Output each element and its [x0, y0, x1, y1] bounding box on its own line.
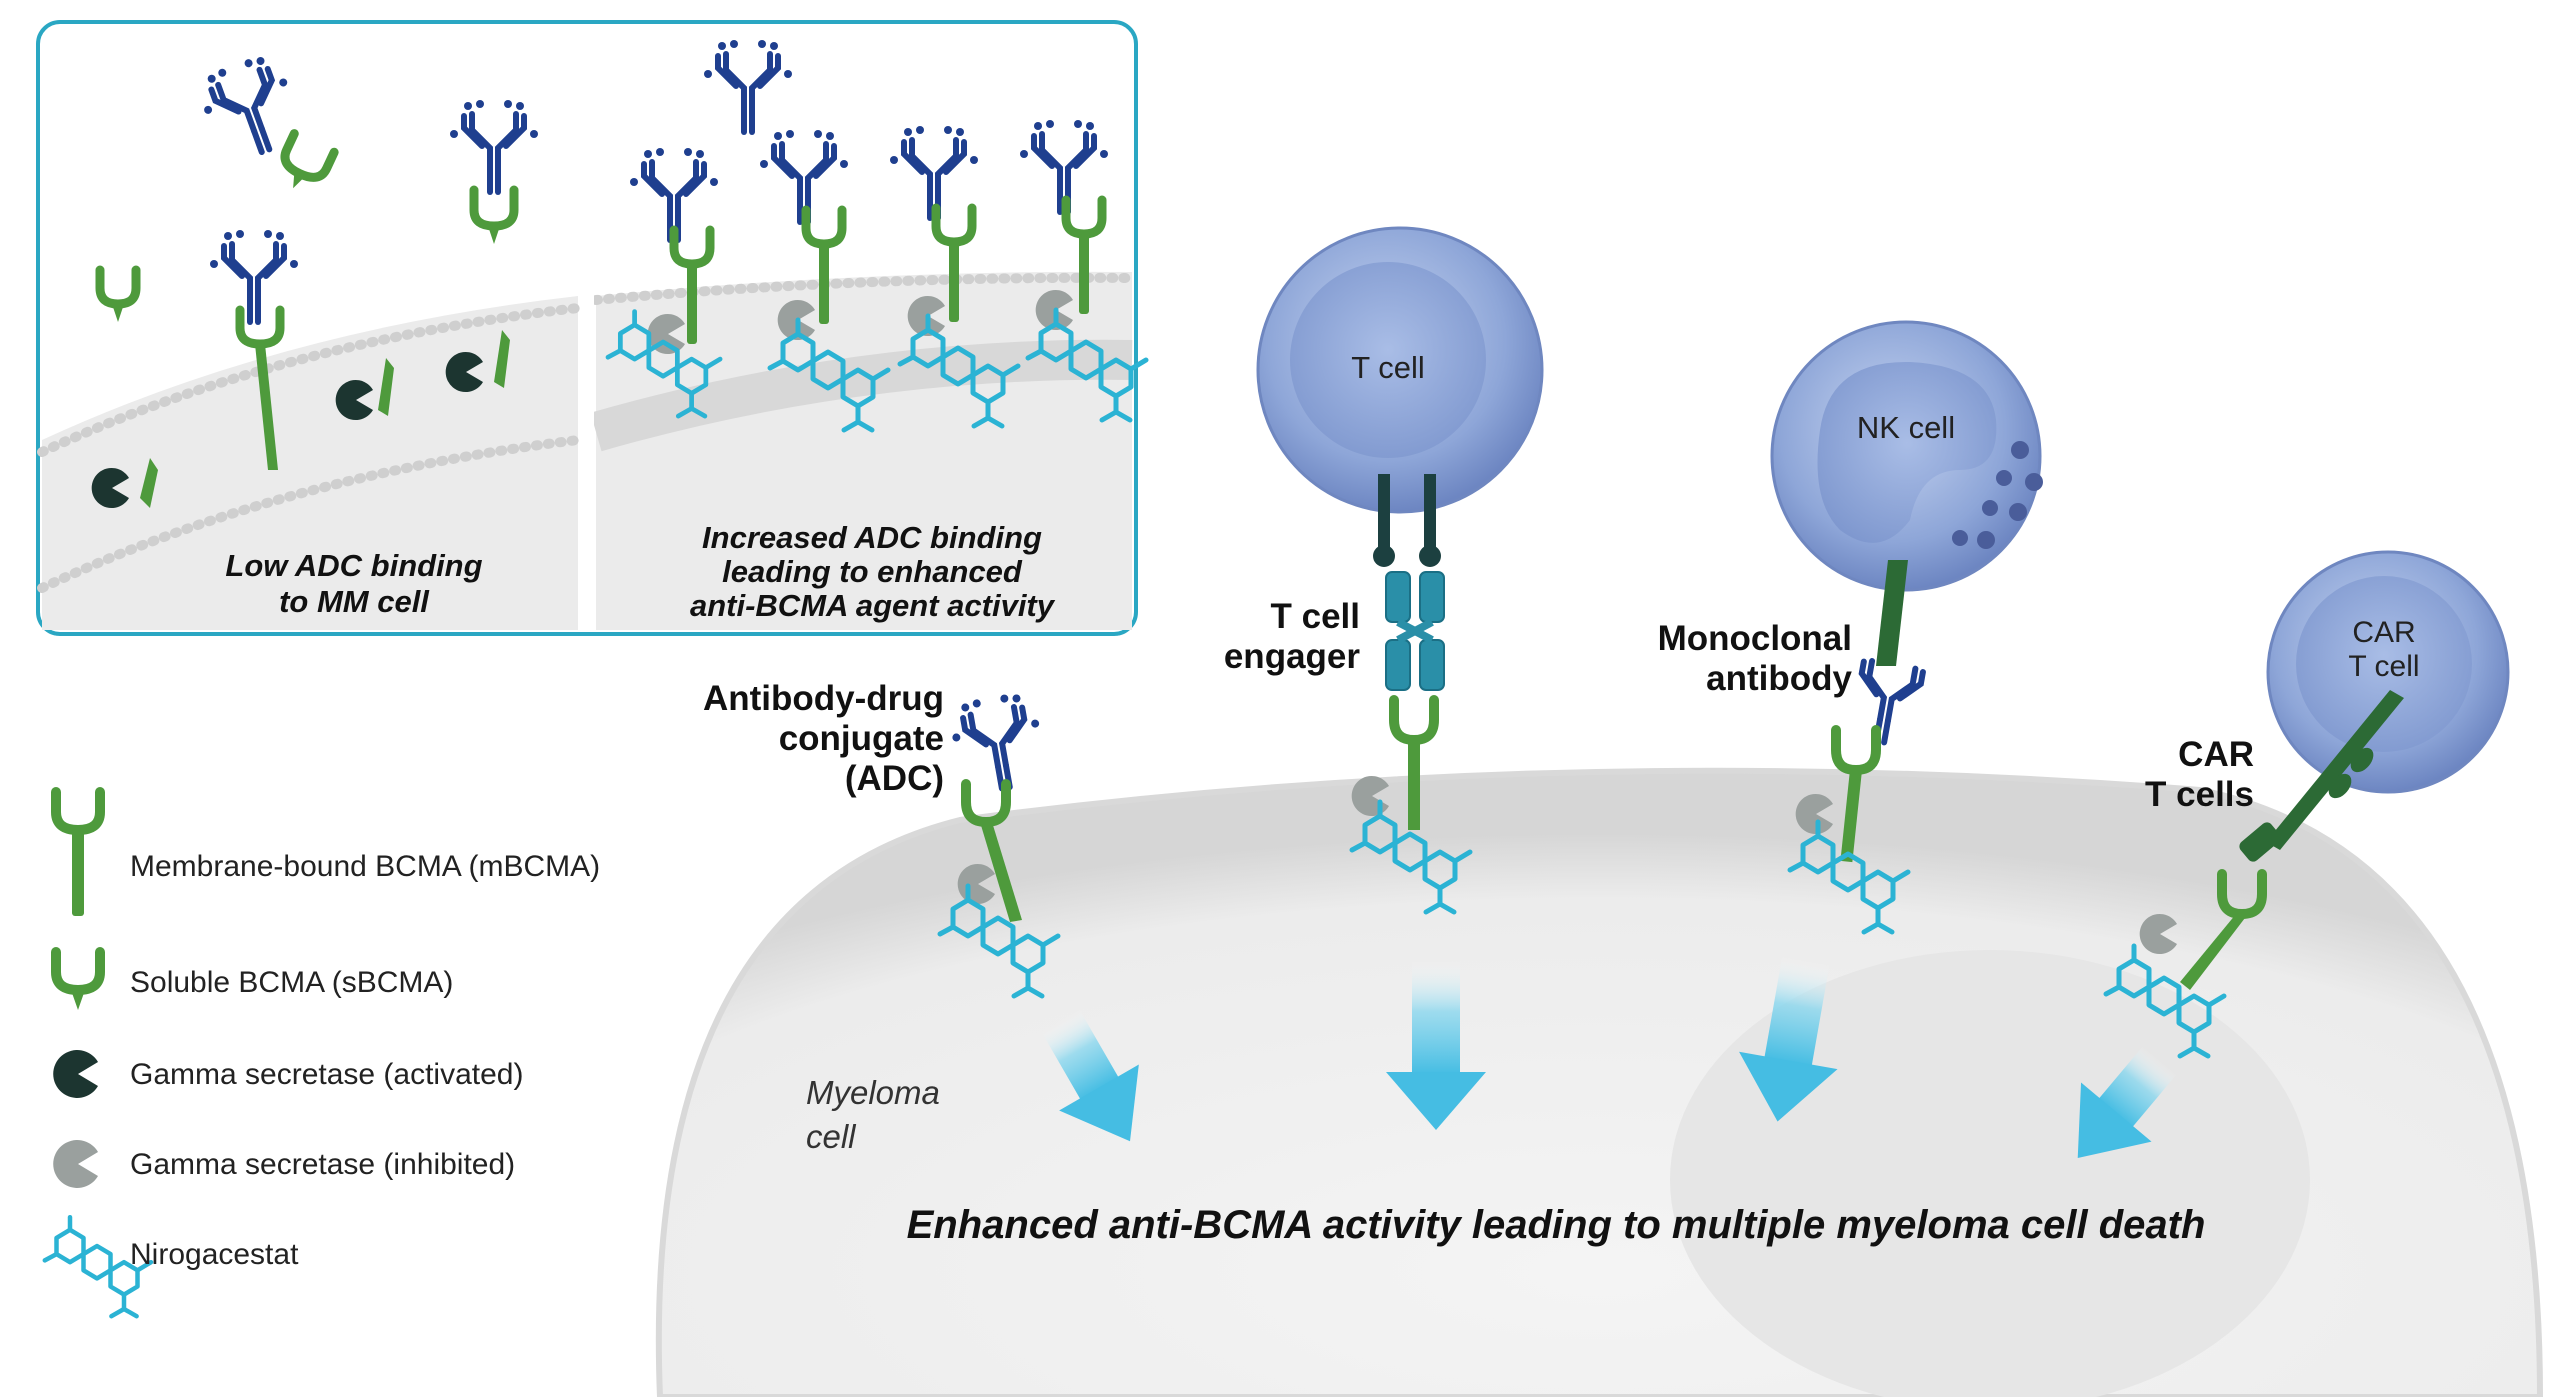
- legend-label-gamma-inhibited: Gamma secretase (inhibited): [130, 1148, 515, 1181]
- car-label-2: T cells: [2145, 775, 2254, 814]
- gamma-secretase-inhibited-icon: [53, 1140, 98, 1188]
- bottom-caption: Enhanced anti-BCMA activity leading to m…: [907, 1203, 2206, 1247]
- legend-item-gamma-activated: Gamma secretase (activated): [53, 1050, 523, 1098]
- myeloma-label-2: cell: [806, 1118, 857, 1155]
- adc-label-2: conjugate: [779, 719, 944, 758]
- monoclonal-antibody: [1790, 560, 1923, 932]
- adc-label-1: Antibody-drug: [703, 679, 944, 718]
- nk-cell: NK cell: [1770, 320, 2043, 592]
- car-t-label-2: T cell: [2348, 650, 2419, 683]
- t-cell-label: T cell: [1351, 350, 1425, 385]
- inset-right-caption-1: Increased ADC binding: [702, 520, 1042, 555]
- car-label-1: CAR: [2178, 735, 2254, 774]
- main-adc: [940, 689, 1058, 996]
- inset-right-caption-3: anti-BCMA agent activity: [690, 588, 1056, 623]
- car-construct: [2106, 690, 2404, 1056]
- mbcma-icon: [51, 787, 105, 916]
- mab-label-1: Monoclonal: [1658, 619, 1852, 658]
- nk-cell-label: NK cell: [1857, 410, 1955, 445]
- t-cell-engager: [1352, 474, 1470, 912]
- myeloma-cell: Myeloma cell: [655, 767, 2544, 1397]
- legend-item-nirogacestat: Nirogacestat: [45, 1217, 299, 1316]
- inset-panel: Low ADC binding to MM cell Increased ADC…: [36, 20, 1146, 636]
- legend-label-mbcma: Membrane-bound BCMA (mBCMA): [130, 850, 600, 883]
- legend-label-nirogacestat: Nirogacestat: [130, 1238, 299, 1271]
- myeloma-label-1: Myeloma: [806, 1074, 940, 1111]
- inset-left-caption-2: to MM cell: [279, 584, 430, 619]
- sbcma-icon: [51, 947, 105, 1010]
- legend-item-mbcma: Membrane-bound BCMA (mBCMA): [51, 787, 600, 916]
- death-arrows: [1040, 955, 2177, 1159]
- car-t-label-1: CAR: [2352, 616, 2415, 649]
- tce-label-2: engager: [1224, 637, 1361, 676]
- mab-label-2: antibody: [1706, 659, 1852, 698]
- inset-left-caption-1: Low ADC binding: [225, 548, 482, 583]
- car-t-cell: CAR T cell: [2266, 550, 2510, 794]
- legend: Membrane-bound BCMA (mBCMA) Soluble BCMA…: [45, 787, 600, 1316]
- legend-item-gamma-inhibited: Gamma secretase (inhibited): [53, 1140, 515, 1188]
- legend-item-sbcma: Soluble BCMA (sBCMA): [51, 947, 453, 1010]
- legend-label-gamma-activated: Gamma secretase (activated): [130, 1058, 523, 1091]
- gamma-secretase-activated-icon: [53, 1050, 98, 1098]
- legend-label-sbcma: Soluble BCMA (sBCMA): [130, 966, 453, 999]
- tce-label-1: T cell: [1271, 597, 1360, 636]
- inset-right-caption-2: leading to enhanced: [722, 554, 1023, 589]
- t-cell: T cell: [1256, 226, 1544, 514]
- adc-label-3: (ADC): [845, 759, 944, 798]
